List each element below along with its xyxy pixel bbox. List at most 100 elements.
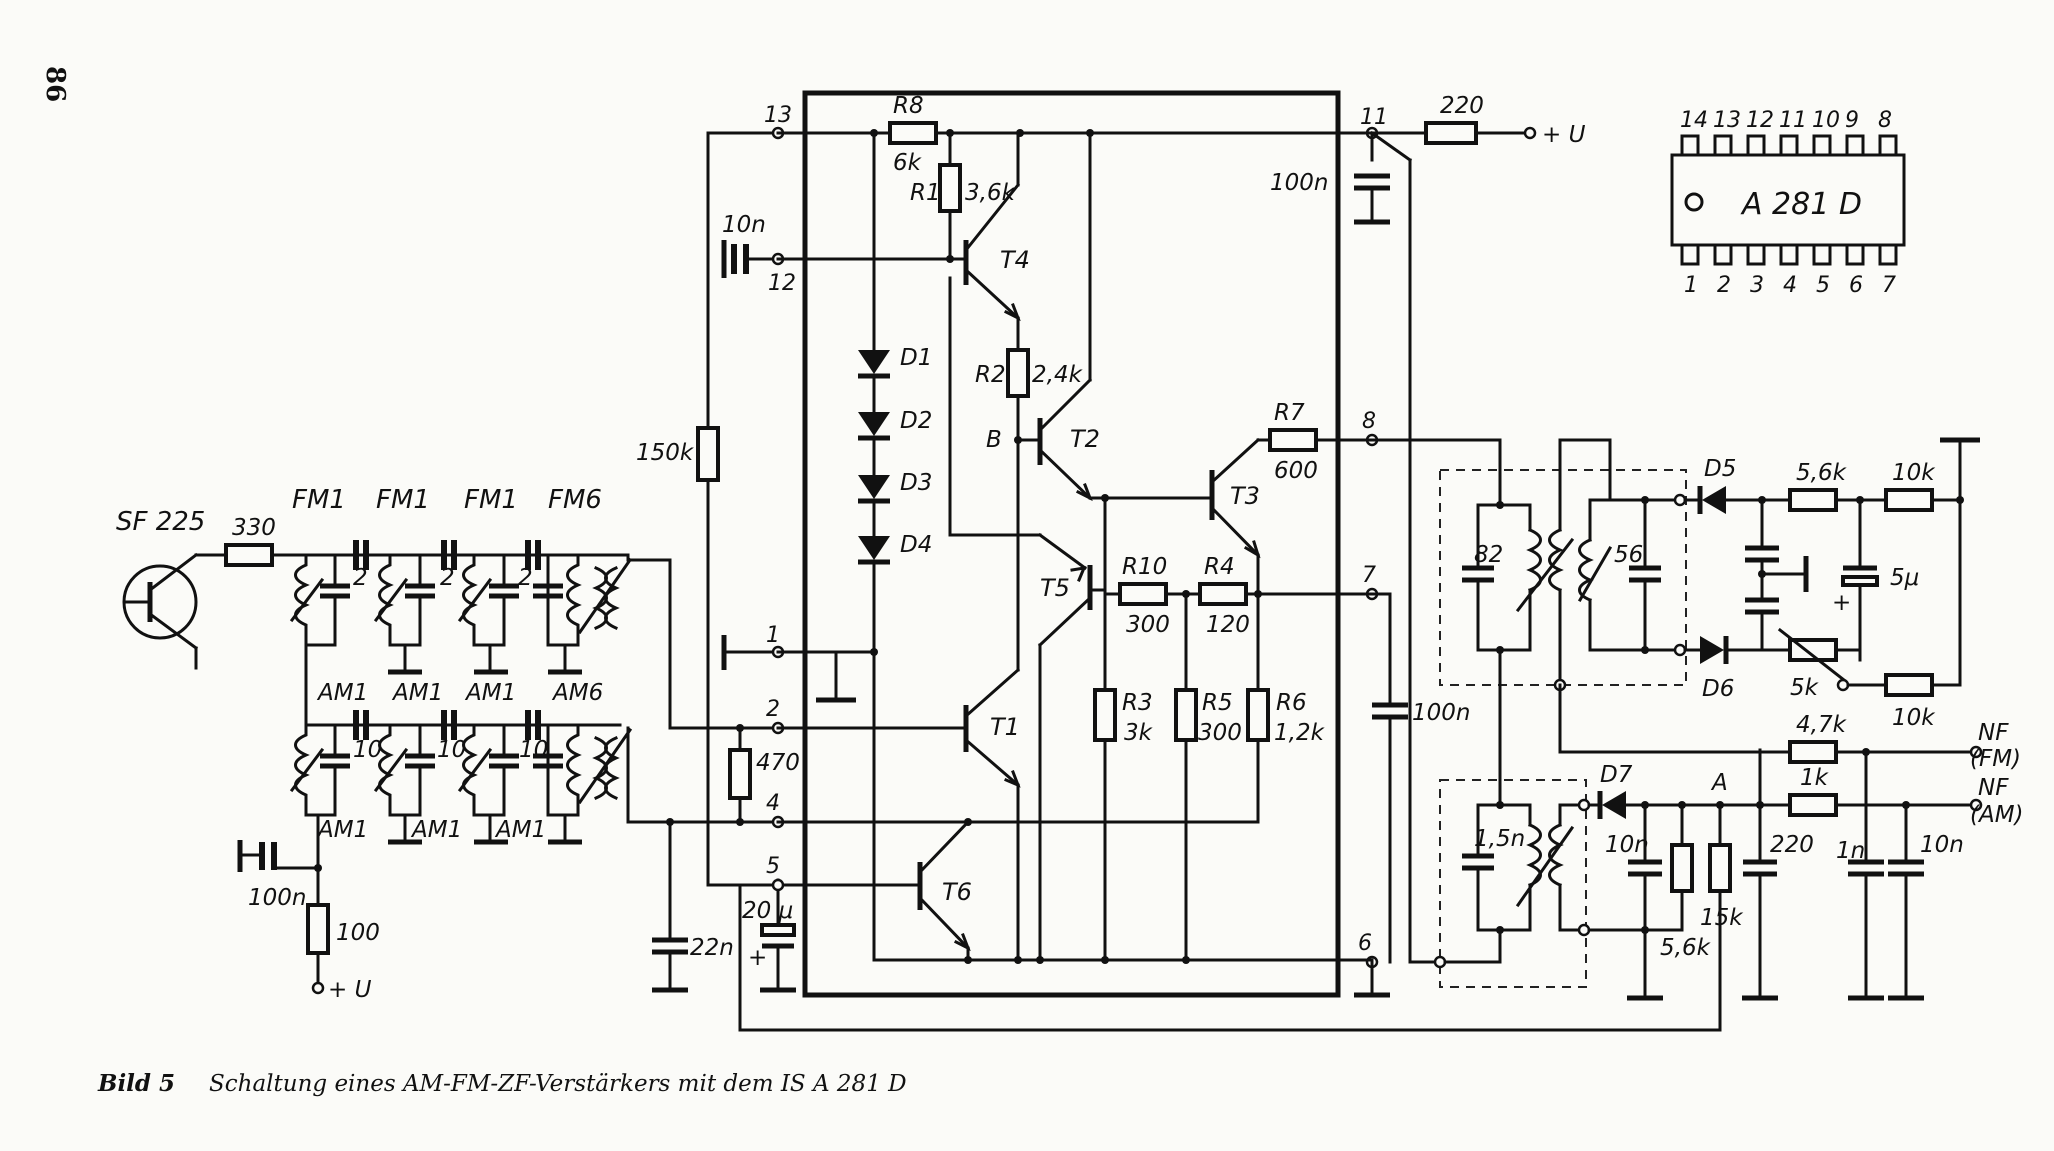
ic-pin-label-bottom: 7 (1882, 273, 1896, 298)
pin-6: 6 (1358, 931, 1372, 956)
resistor-100 (306, 903, 330, 955)
am1-label-c: AM1 (464, 680, 516, 706)
svg-text:+: + (1832, 590, 1851, 616)
ic-pin-label-top: 13 (1713, 108, 1741, 133)
pot-5k-label: 5k (1790, 675, 1820, 701)
t1-label: T1 (990, 713, 1020, 741)
am1-label-b: AM1 (391, 680, 443, 706)
node-a: A (1710, 770, 1728, 796)
pin-11: 11 (1360, 105, 1388, 130)
resistor-5k6-am-label: 5,6k (1660, 935, 1712, 961)
resistor-330-label: 330 (232, 515, 276, 541)
am-filter-can (1439, 779, 1587, 988)
ic-pin-label-top: 12 (1746, 108, 1774, 133)
cap-2-c: 2 (518, 565, 533, 591)
d7-label: D7 (1600, 762, 1633, 788)
ic-pin-label-bottom: 6 (1849, 273, 1863, 298)
r7-value: 600 (1274, 458, 1318, 484)
cap-56: 56 (1614, 542, 1643, 568)
pin-13: 13 (764, 103, 792, 128)
resistor-100-label: 100 (336, 920, 380, 946)
r3-value: 3k (1124, 720, 1154, 746)
r5-value: 300 (1198, 720, 1242, 746)
ic-pin-top (1812, 134, 1832, 157)
resistor-1k (1788, 793, 1838, 817)
r10-value: 300 (1126, 612, 1170, 638)
cap-20u: 20 μ (742, 898, 793, 924)
resistor-5k6-label: 5,6k (1796, 460, 1848, 486)
ic-pin-bottom (1878, 243, 1898, 266)
cap-10-c: 10 (519, 737, 548, 763)
r2-value: 2,4k (1032, 362, 1084, 388)
cap-100n-pin7: 100n (1412, 700, 1470, 726)
nf-fm-label: NF (1978, 720, 2009, 746)
resistor-r2 (1006, 348, 1030, 398)
t2-label: T2 (1070, 425, 1100, 453)
r7-label: R7 (1274, 400, 1305, 426)
cap-10n-am: 10n (1605, 832, 1649, 858)
cap-10n-out: 10n (1920, 832, 1964, 858)
ic-pin-label-top: 10 (1812, 108, 1840, 133)
resistor-330 (224, 543, 274, 567)
ic-pin-top (1845, 134, 1865, 157)
cap-10-a: 10 (353, 737, 382, 763)
ic-pin-top (1746, 134, 1766, 157)
node-b: B (986, 427, 1002, 453)
ic-pin-label-top: 9 (1845, 108, 1859, 133)
d6-label: D6 (1702, 676, 1734, 702)
cap-82: 82 (1474, 542, 1503, 568)
resistor-r1 (938, 163, 962, 213)
cap-10-b: 10 (437, 737, 466, 763)
resistor-15k (1708, 843, 1732, 893)
resistor-4k7 (1788, 740, 1838, 764)
cap-10n-pin12: 10n (722, 212, 766, 238)
fm1-label-b: FM1 (376, 485, 430, 515)
r8-value: 6k (893, 150, 923, 176)
cap-1n: 1n (1836, 838, 1865, 864)
t6-label: T6 (942, 878, 972, 906)
fm-label: (FM) (1970, 746, 2021, 772)
am1-label-e: AM1 (410, 817, 462, 843)
am1-label-f: AM1 (494, 817, 546, 843)
ic-pin-bottom (1713, 243, 1733, 266)
resistor-r6 (1246, 688, 1270, 742)
nf-am-label: NF (1978, 775, 2009, 801)
ic-pin-label-top: 14 (1680, 108, 1708, 133)
ic-pin-label-bottom: 5 (1816, 273, 1830, 298)
resistor-150k-label: 150k (636, 440, 695, 466)
resistor-1k-label: 1k (1800, 765, 1830, 791)
resistor-150k (696, 426, 720, 482)
resistor-220 (1424, 121, 1478, 145)
cap-5u: 5μ (1890, 565, 1919, 591)
resistor-4k7-label: 4,7k (1796, 712, 1848, 738)
ic-pin-label-bottom: 4 (1783, 273, 1797, 298)
t4-label: T4 (1000, 246, 1030, 274)
d4-label: D4 (900, 532, 932, 558)
am1-label-d: AM1 (316, 817, 368, 843)
r6-label: R6 (1276, 690, 1307, 716)
cap-1n5: 1,5n (1474, 826, 1525, 852)
input-transistor-label: SF 225 (116, 507, 205, 537)
pin-5: 5 (766, 854, 780, 879)
figure-number: Bild 5 (98, 1070, 176, 1097)
d1-label: D1 (900, 345, 932, 371)
ic-package (1670, 134, 1906, 266)
diode-chain (858, 350, 890, 565)
resistor-r10 (1118, 582, 1168, 606)
resistor-10k-a (1884, 488, 1934, 512)
resistor-10k-a-label: 10k (1892, 460, 1936, 486)
resistor-470-label: 470 (756, 750, 800, 776)
r10-label: R10 (1122, 554, 1167, 580)
ic-boundary (802, 90, 1341, 998)
r6-value: 1,2k (1274, 720, 1326, 746)
r4-value: 120 (1206, 612, 1250, 638)
ic-pin-top (1878, 134, 1898, 157)
cap-100n-input: 100n (248, 885, 306, 911)
cap-2-a: 2 (353, 565, 368, 591)
input-transistor (122, 552, 216, 670)
ic-pin-label-bottom: 3 (1750, 273, 1764, 298)
supply-us-input: + U (328, 977, 372, 1003)
